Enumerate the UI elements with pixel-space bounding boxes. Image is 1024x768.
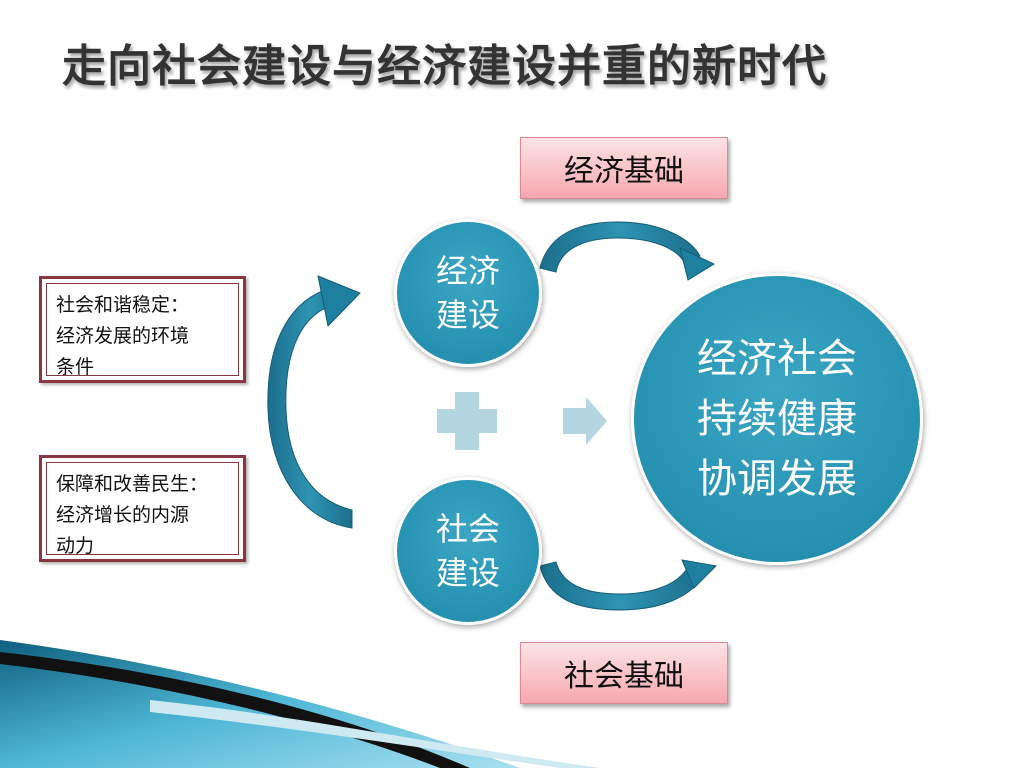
sustainable-development-line2: 持续健康 xyxy=(697,396,857,442)
livelihood-box: 保障和改善民生： 经济增长的内源 动力 xyxy=(39,455,246,562)
sustainable-development-circle: 经济社会 持续健康 协调发展 xyxy=(631,273,923,565)
social-stability-line1: 社会和谐稳定： xyxy=(56,294,190,316)
swoosh-light-stripe xyxy=(150,700,600,768)
economic-construction-line1: 经济 xyxy=(435,252,500,290)
economic-construction-line2: 建设 xyxy=(435,296,500,334)
left-curved-arrow xyxy=(267,275,361,529)
economic-base-box: 经济基础 xyxy=(520,137,728,199)
livelihood-line2: 经济增长的内源 xyxy=(56,504,190,526)
bottom-curved-arrow xyxy=(539,559,718,611)
page-title: 走向社会建设与经济建设并重的新时代 xyxy=(62,41,827,92)
social-construction-circle: 社会 建设 xyxy=(394,477,542,625)
economic-base-label: 经济基础 xyxy=(564,154,684,189)
social-base-box: 社会基础 xyxy=(520,642,728,704)
plus-icon xyxy=(437,392,497,450)
economic-construction-circle: 经济 建设 xyxy=(394,219,542,367)
livelihood-line1: 保障和改善民生： xyxy=(56,473,209,495)
social-stability-line2: 经济发展的环境 xyxy=(56,325,190,347)
social-construction-line1: 社会 xyxy=(435,510,500,548)
sustainable-development-line3: 协调发展 xyxy=(697,456,857,502)
social-stability-line3: 条件 xyxy=(56,356,95,378)
sustainable-development-line1: 经济社会 xyxy=(697,336,857,382)
swoosh-black-stripe xyxy=(0,652,470,768)
livelihood-line3: 动力 xyxy=(56,535,95,557)
social-construction-line2: 建设 xyxy=(435,554,500,592)
right-arrow-icon xyxy=(563,397,607,445)
social-stability-box: 社会和谐稳定： 经济发展的环境 条件 xyxy=(39,276,246,383)
social-base-label: 社会基础 xyxy=(564,659,684,694)
top-curved-arrow xyxy=(539,221,716,281)
